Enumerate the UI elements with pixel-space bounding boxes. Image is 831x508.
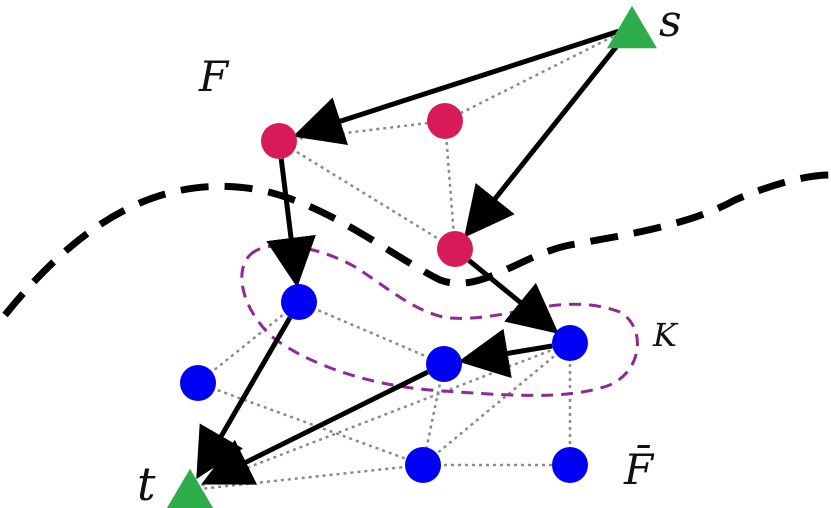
dotted-edge-r2-r3	[443, 120, 457, 250]
red-node-r3	[437, 231, 473, 267]
cluster-k-boundary	[240, 244, 639, 397]
blue-node-b6	[552, 447, 588, 483]
blue-node-b1	[281, 284, 317, 320]
graph-nodes	[166, 5, 657, 508]
arrow-b3-b2	[458, 328, 553, 379]
dotted-edge-b1-b4	[197, 301, 300, 384]
arrow-r1-b1	[266, 158, 316, 288]
blue-node-b4	[180, 365, 216, 401]
arrow-s-r1	[292, 28, 620, 145]
arrow-r3-b3	[467, 258, 559, 334]
dotted-edge-b1-b2	[298, 300, 445, 366]
dotted-edge-s-r2	[444, 25, 633, 123]
dotted-edge-b4-b5	[197, 381, 424, 467]
red-node-r2	[427, 103, 463, 139]
arrow-s-r3	[464, 36, 626, 238]
source-node-triangle	[607, 5, 657, 49]
directed-arrows	[196, 28, 626, 485]
arrow-b2-t	[201, 369, 429, 485]
blue-node-b5	[405, 447, 441, 483]
source-label: s	[659, 0, 682, 47]
target-node-triangle	[166, 468, 214, 508]
red-node-r1	[261, 123, 297, 159]
dotted-edge-b5-t	[189, 463, 424, 492]
set-fbar-label: F̄	[623, 443, 655, 494]
blue-node-b3	[552, 325, 588, 361]
dotted-edge-b3-t	[189, 341, 571, 492]
dashed-cut-curve	[2, 171, 831, 318]
cluster-k-label: K	[652, 316, 679, 354]
blue-node-b2	[426, 346, 462, 382]
set-f-label: F	[198, 52, 230, 101]
target-label: t	[137, 457, 156, 508]
